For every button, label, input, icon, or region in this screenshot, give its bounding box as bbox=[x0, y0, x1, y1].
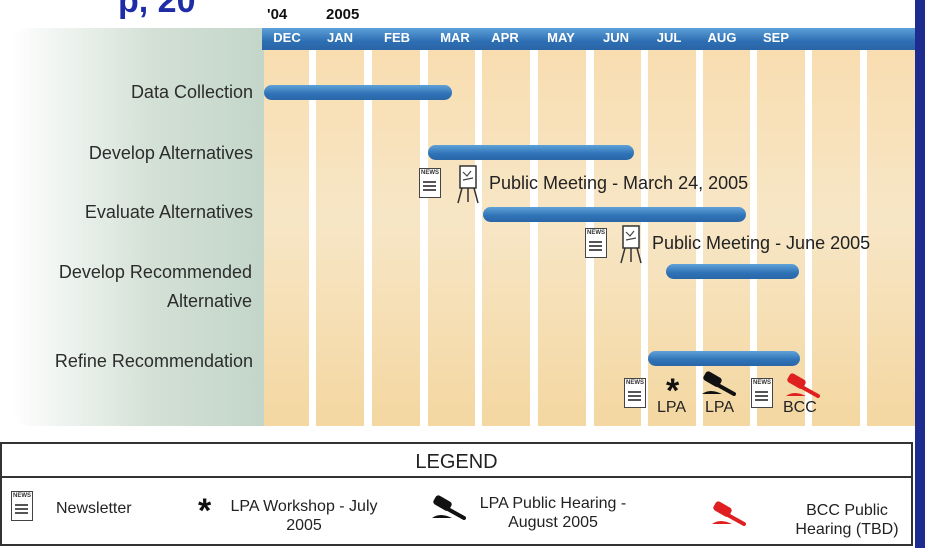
task-label-develop-recommended-text: Develop Recommended Alternative bbox=[58, 262, 252, 311]
bar-develop-recommended-alternative bbox=[666, 264, 799, 279]
task-label-develop-recommended-wrap: Develop Recommended Alternative bbox=[0, 258, 252, 316]
legend-bcc-hearing-label: BCC Public Hearing (TBD) bbox=[795, 502, 899, 538]
newsletter-icon-line bbox=[15, 504, 28, 506]
task-label-data-collection: Data Collection bbox=[130, 82, 253, 102]
task-label-refine-recommendation: Refine Recommendation bbox=[54, 351, 253, 371]
legend-lpa-hearing-label: LPA Public Hearing - August 2005 bbox=[479, 495, 627, 531]
newsletter-icon-line bbox=[755, 395, 768, 397]
month-label-aug: AUG bbox=[707, 30, 737, 45]
month-label-dec: DEC bbox=[273, 30, 301, 45]
month-label-mar: MAR bbox=[440, 30, 470, 45]
newsletter-icon-tag: NEWS bbox=[753, 380, 771, 386]
bar-data-collection bbox=[264, 85, 452, 100]
task-label-develop-alternatives: Develop Alternatives bbox=[88, 143, 253, 163]
legend-black-gavel-icon bbox=[432, 495, 466, 520]
public-meeting-march-label: Public Meeting - March 24, 2005 bbox=[489, 173, 749, 193]
bar-refine-recommendation bbox=[648, 351, 800, 366]
easel-icon bbox=[457, 165, 479, 204]
month-label-may: MAY bbox=[547, 30, 575, 45]
newsletter-icon-line bbox=[15, 512, 28, 514]
black-gavel-icon bbox=[702, 371, 736, 396]
legend-newsletter-icon: NEWS bbox=[11, 491, 33, 521]
legend-box: LEGEND NEWS Newsletter * LPA Workshop - … bbox=[0, 442, 913, 546]
newsletter-icon: NEWS bbox=[624, 378, 646, 408]
month-header-bar bbox=[262, 28, 915, 50]
month-label-jun: JUN bbox=[602, 30, 629, 45]
lpa-workshop-star-icon: * bbox=[666, 372, 680, 410]
bar-evaluate-alternatives bbox=[483, 207, 746, 222]
newsletter-icon-line bbox=[423, 181, 436, 183]
newsletter-icon: NEWS bbox=[419, 168, 441, 198]
bcc-marker-label: BCC bbox=[783, 399, 817, 416]
column-jan bbox=[316, 50, 364, 426]
newsletter-icon: NEWS bbox=[585, 228, 607, 258]
month-label-jul: JUL bbox=[656, 30, 682, 45]
newsletter-icon-line bbox=[423, 189, 436, 191]
newsletter-icon-line bbox=[628, 391, 641, 393]
task-label-panel bbox=[10, 28, 272, 426]
newsletter-icon-line bbox=[755, 399, 768, 401]
year-label-2004: '04 bbox=[267, 6, 288, 23]
newsletter-icon-tag: NEWS bbox=[13, 493, 31, 499]
legend-star-icon: * bbox=[198, 492, 212, 530]
month-label-feb: FEB bbox=[384, 30, 410, 45]
year-label-2005: 2005 bbox=[326, 6, 360, 23]
column-oct bbox=[812, 50, 860, 426]
newsletter-icon-tag: NEWS bbox=[421, 170, 439, 176]
newsletter-icon-line bbox=[755, 391, 768, 393]
legend-lpa-workshop-label: LPA Workshop - July 2005 bbox=[230, 498, 378, 534]
lpa-workshop-marker-label: LPA bbox=[657, 399, 687, 416]
newsletter-icon-tag: NEWS bbox=[626, 380, 644, 386]
lpa-hearing-marker-label: LPA bbox=[705, 399, 735, 416]
column-mar bbox=[428, 50, 475, 426]
easel-icon bbox=[620, 225, 642, 264]
column-may bbox=[538, 50, 586, 426]
column-feb bbox=[372, 50, 420, 426]
legend-red-gavel-icon bbox=[712, 501, 746, 526]
newsletter-icon-line bbox=[423, 185, 436, 187]
newsletter-icon-line bbox=[589, 245, 602, 247]
month-label-jan: JAN bbox=[326, 30, 353, 45]
column-apr bbox=[482, 50, 530, 426]
newsletter-icon-line bbox=[628, 399, 641, 401]
column-nov bbox=[867, 50, 915, 426]
task-label-evaluate-alternatives: Evaluate Alternatives bbox=[84, 202, 253, 222]
newsletter-icon-line bbox=[589, 249, 602, 251]
newsletter-icon-line bbox=[15, 508, 28, 510]
month-label-apr: APR bbox=[491, 30, 519, 45]
legend-title-row: LEGEND bbox=[2, 444, 911, 478]
task-label-develop-recommended-alternative: Develop Recommended Alternative bbox=[0, 258, 258, 316]
newsletter-icon-line bbox=[589, 241, 602, 243]
newsletter-icon: NEWS bbox=[751, 378, 773, 408]
legend-newsletter-label: Newsletter bbox=[56, 500, 132, 517]
newsletter-icon-line bbox=[628, 395, 641, 397]
column-dec bbox=[264, 50, 309, 426]
month-label-sep: SEP bbox=[762, 30, 789, 45]
page-title-fragment: p, 20 bbox=[118, 0, 196, 20]
right-frame-border bbox=[915, 0, 925, 548]
red-gavel-icon bbox=[786, 373, 820, 398]
newsletter-icon-tag: NEWS bbox=[587, 230, 605, 236]
legend-title: LEGEND bbox=[415, 451, 498, 473]
public-meeting-june-label: Public Meeting - June 2005 bbox=[652, 233, 871, 253]
bar-develop-alternatives bbox=[428, 145, 634, 160]
